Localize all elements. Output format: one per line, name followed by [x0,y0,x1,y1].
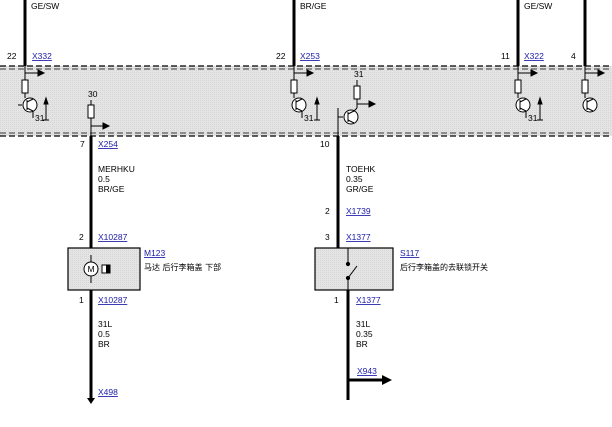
transistor-circuit-a [18,66,49,121]
ground-label: 31 [304,113,314,123]
pin-number: 22 [276,51,286,61]
wire-size: 0.35 [346,174,363,184]
transistor-circuit-c [337,80,377,136]
control-module [0,65,612,137]
component-link-s117[interactable]: S117 [400,248,419,258]
connector-link-x253[interactable]: X253 [300,51,320,61]
component-link-m123[interactable]: M123 [144,248,166,258]
transistor-circuit-b [290,66,320,121]
connector-link-x322[interactable]: X322 [524,51,544,61]
connector-link-x254[interactable]: X254 [98,139,118,149]
ground-wire-size: 0.35 [356,329,373,339]
pin-number: 1 [334,295,339,305]
connector-link-x1739[interactable]: X1739 [346,206,371,216]
connector-link-x943[interactable]: X943 [357,366,377,376]
ground-label: 31 [528,113,538,123]
ground-wire-color: BR [356,339,368,349]
ground-wire-name: 31L [98,319,112,329]
supply-label: 31 [354,69,364,79]
ground-wire-color: BR [98,339,110,349]
wire-color-label: GE/SW [31,1,59,11]
connector-link-x10287[interactable]: X10287 [98,232,128,242]
connector-link-x332[interactable]: X332 [32,51,52,61]
connector-link-x1377-ground[interactable]: X1377 [356,295,381,305]
transistor-circuit-d [514,66,543,121]
pin-number: 2 [79,232,84,242]
ground-label: 31 [35,113,45,123]
switch-icon [345,248,358,290]
supply-label: 30 [88,89,98,99]
transistor-circuit-e [581,66,606,113]
pin-number: 4 [571,51,576,61]
pin-number: 22 [7,51,17,61]
pin-number: 1 [79,295,84,305]
continue-arrow-icon [382,375,392,385]
wire-color-label: GE/SW [524,1,552,11]
motor-icon: M [83,255,111,283]
wire-color: BR/GE [98,184,125,194]
pin-number: 10 [320,139,330,149]
wire-top-1: GE/SW [23,0,59,66]
component-description: 马达 后行李箱盖 下部 [144,262,221,272]
ground-wire-size: 0.5 [98,329,110,339]
connector-link-x1377[interactable]: X1377 [346,232,371,242]
ground-arrow-icon [87,398,95,404]
wire-size: 0.5 [98,174,110,184]
wire-color-label: BR/GE [300,1,327,11]
wire-top-2: BR/GE [292,0,327,66]
wire-name: MERHKU [98,164,135,174]
wire-name: TOEHK [346,164,375,174]
switch-component-box [314,247,394,291]
wire-top-3: GE/SW [516,0,552,66]
pin-number: 7 [80,139,85,149]
right-branch: 10 TOEHK 0.35 GR/GE 2 X1739 3 X1377 S117… [314,136,488,400]
supply-circuit-a [87,100,111,136]
pin-number: 3 [325,232,330,242]
module-body [0,66,612,136]
connector-link-x10287-ground[interactable]: X10287 [98,295,128,305]
pin-number: 2 [325,206,330,216]
left-branch: 7 X254 MERHKU 0.5 BR/GE 2 X10287 M M123 … [67,136,221,404]
connector-link-x498[interactable]: X498 [98,387,118,397]
ground-wire-name: 31L [356,319,370,329]
component-description: 后行李箱盖的去联锁开关 [400,262,488,272]
motor-symbol: M [88,264,95,274]
pin-number: 11 [501,51,510,61]
wire-color: GR/GE [346,184,374,194]
